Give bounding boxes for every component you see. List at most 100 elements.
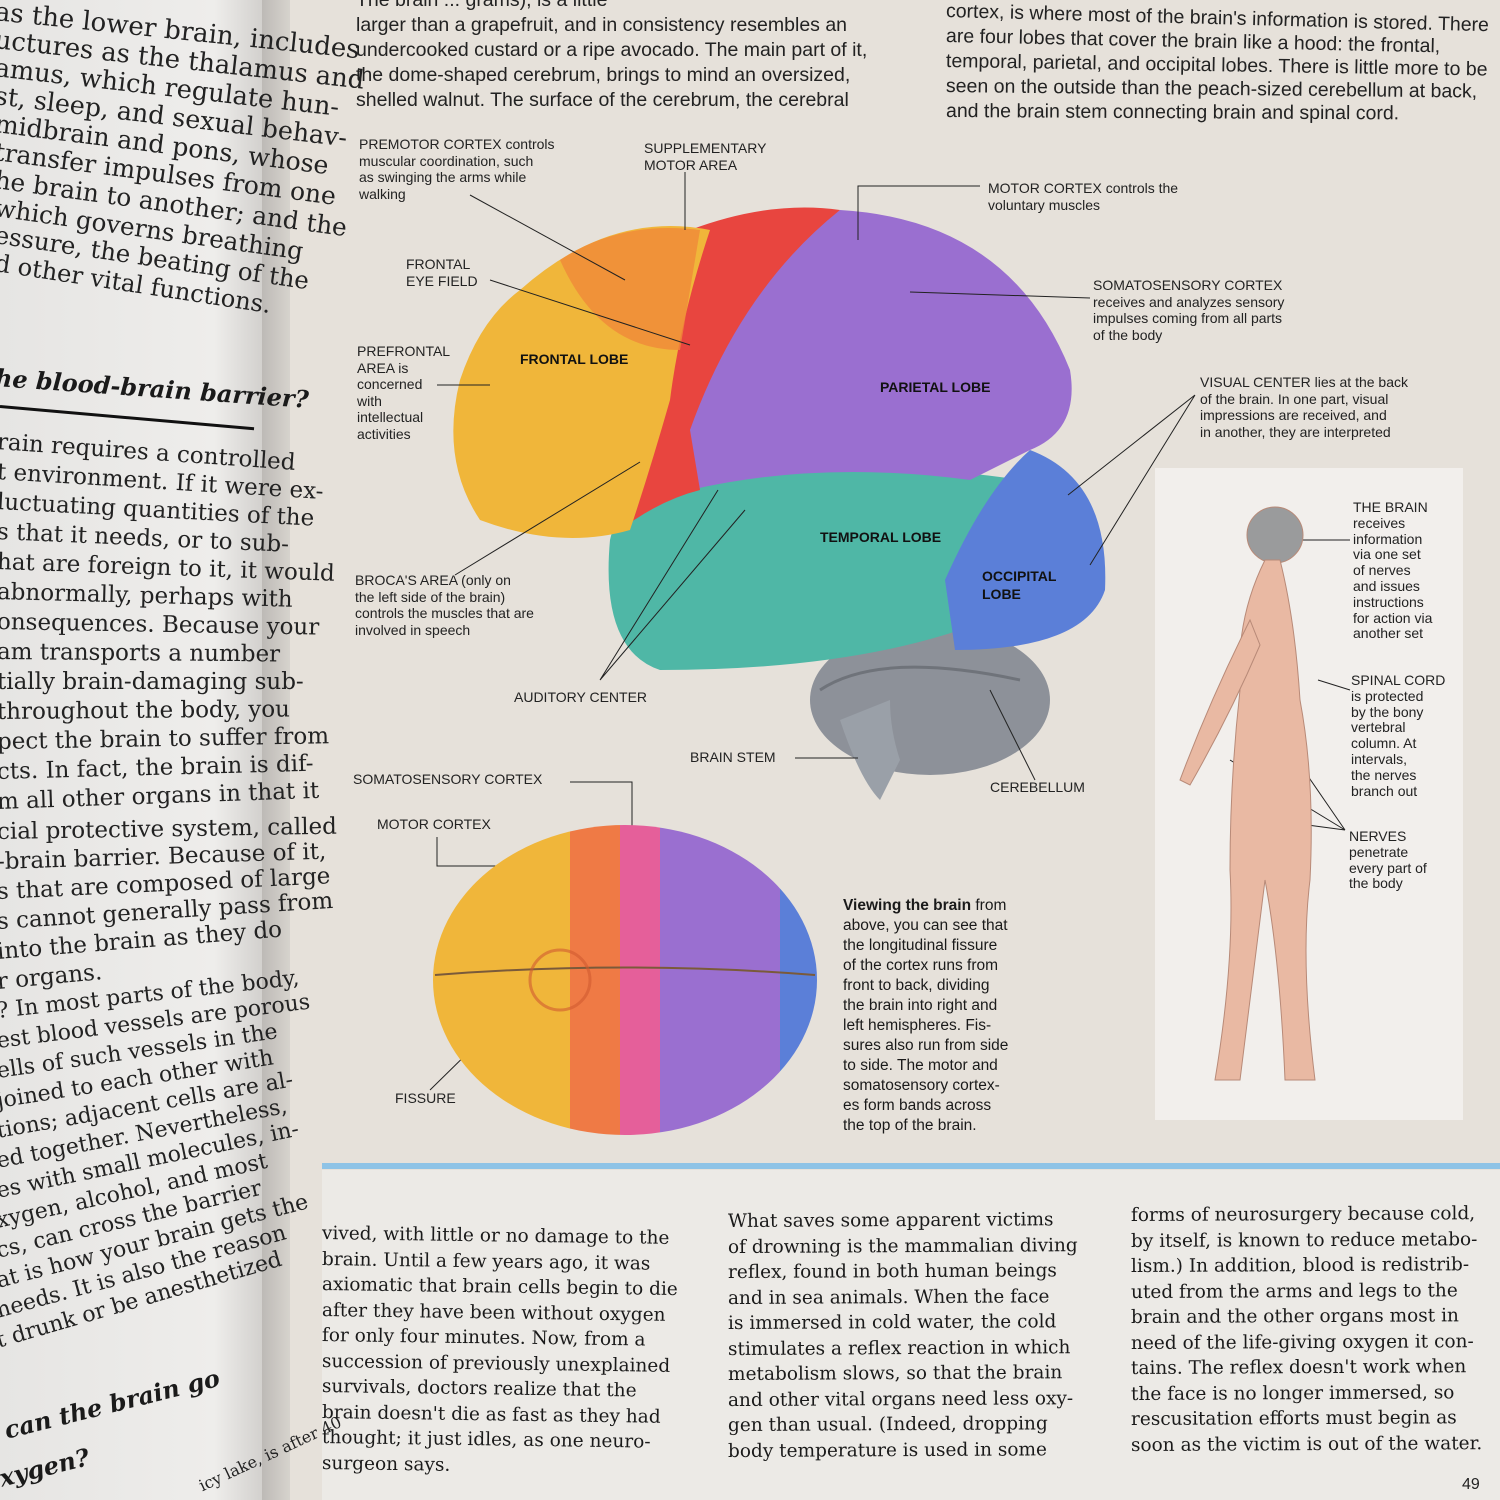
body-nerves-label: penetrate [1349, 843, 1409, 860]
body-spinal-label: SPINAL CORD [1351, 672, 1446, 688]
column-text-line: forms of neurosurgery because cold, [1130, 1203, 1476, 1226]
column-text-line: tains. The reflex doesn't work when [1130, 1356, 1467, 1379]
caption-line: sures also run from side [843, 1037, 1009, 1054]
column-text-line: stimulates a reflex reaction in which [727, 1336, 1071, 1360]
somatosensory-label: of the body [1093, 326, 1163, 343]
divider-rule [322, 1163, 1500, 1169]
column-text-line: reflex, found in both human beings [727, 1260, 1057, 1283]
bottom-text-area [322, 1170, 1500, 1500]
body-brain-label: information [1353, 530, 1423, 547]
premotor-label: PREMOTOR CORTEX controls [359, 136, 555, 152]
column-text-line: survivals, doctors realize that the [321, 1376, 637, 1402]
visual-label: of the brain. In one part, visual [1200, 390, 1389, 407]
prefrontal-label: with [357, 392, 382, 409]
broca-label: controls the muscles that are [355, 605, 534, 621]
somatosensory-label: impulses coming from all parts [1093, 310, 1283, 326]
fissure-label: FISSURE [395, 1090, 456, 1106]
brain-stem-shape [840, 700, 900, 800]
body-spinal-label: intervals, [1351, 751, 1408, 767]
cerebellum-label: CEREBELLUM [990, 779, 1085, 795]
column-text-line: uted from the arms and legs to the [1130, 1279, 1458, 1303]
intro-line: undercooked custard or a ripe avocado. T… [356, 39, 868, 61]
frontal-eye-label: FRONTAL [406, 256, 471, 272]
column-text-line: and other vital organs need less oxy- [727, 1387, 1074, 1411]
intro-line: The brain ... grams), is a little [356, 0, 608, 11]
visual-label: in another, they are interpreted [1200, 423, 1391, 440]
column-text-line: succession of previously unexplained [321, 1350, 671, 1377]
body-nerves-label: NERVES [1349, 828, 1407, 844]
frontal-eye-label: EYE FIELD [406, 272, 478, 289]
parietal-lobe-label: PARIETAL LOBE [880, 379, 991, 395]
frontal-lobe-label: FRONTAL LOBE [520, 351, 629, 367]
motor-label: MOTOR CORTEX controls the [988, 180, 1179, 196]
caption-line: from [971, 897, 1007, 914]
premotor-shape [560, 228, 700, 350]
column-text-line: the face is no longer immersed, so [1130, 1381, 1455, 1405]
top-view-caption: Viewing the brain from above, you can see… [843, 896, 1008, 1136]
caption-bold: Viewing the brain [843, 897, 972, 914]
body-spinal-label: vertebral [1351, 719, 1406, 736]
caption-line: above, you can see that [843, 917, 1008, 934]
body-spinal-label: is protected [1351, 687, 1424, 704]
motor-label: voluntary muscles [988, 196, 1101, 213]
motor-cortex-shape [613, 207, 840, 530]
body-spinal-label: column. At [1351, 735, 1417, 752]
column-text-line: after they have been without oxygen [321, 1299, 666, 1326]
column-text-line: need of the life-giving oxygen it con- [1130, 1330, 1474, 1354]
body-brain-label: receives [1353, 514, 1406, 531]
supplementary-label: MOTOR AREA [644, 156, 738, 173]
parietal-lobe-shape [680, 210, 1072, 490]
occipital-lobe-label-2: LOBE [982, 586, 1021, 602]
premotor-label: muscular coordination, such [359, 152, 534, 169]
body-spinal-label: by the bony [1351, 703, 1424, 720]
caption-line: of the cortex runs from [843, 957, 999, 974]
column-text-line: lism.) In addition, blood is redistrib- [1130, 1254, 1470, 1277]
caption-line: the top of the brain. [843, 1117, 977, 1134]
column-text-line: soon as the victim is out of the water. [1130, 1432, 1483, 1456]
column-text-line: vived, with little or no damage to the [321, 1223, 670, 1249]
left-text-line: tially brain-damaging sub- [0, 669, 304, 695]
prefrontal-label: intellectual [357, 409, 424, 425]
temporal-lobe-label: TEMPORAL LOBE [820, 529, 942, 545]
column-text-line: body temperature is used in some [727, 1438, 1048, 1462]
body-spinal-label: the nerves [1351, 766, 1417, 783]
column-text-line: rescusitation efforts must begin as [1130, 1407, 1457, 1430]
occipital-lobe-shape [945, 450, 1106, 650]
column-text-line: for only four minutes. Now, from a [321, 1325, 646, 1351]
broca-label: involved in speech [355, 621, 471, 638]
broca-label: BROCA'S AREA (only on [355, 572, 511, 588]
caption-line: the brain into right and [843, 997, 998, 1014]
caption-line: front to back, dividing [843, 977, 990, 994]
intro-line: the dome-shaped cerebrum, brings to mind… [356, 64, 851, 86]
column-text-line: gen than usual. (Indeed, dropping [727, 1413, 1048, 1436]
broca-label: the left side of the brain) [355, 588, 506, 605]
body-brain-label: instructions [1353, 593, 1424, 610]
body-brain-label: THE BRAIN [1353, 499, 1428, 515]
caption-line: es form bands across [843, 1097, 992, 1114]
column-text-line: brain. Until a few years ago, it was [321, 1248, 651, 1275]
prefrontal-label: PREFRONTAL [357, 343, 451, 359]
leader-lines [429, 172, 1351, 1091]
column-text-line: by itself, is known to reduce metabo- [1130, 1228, 1478, 1252]
column-text-line: of drowning is the mammalian diving [727, 1234, 1078, 1258]
somatosensory-label: receives and analyzes sensory [1093, 293, 1285, 310]
temporal-lobe-shape [608, 470, 1020, 670]
intro-line: shelled walnut. The surface of the cereb… [356, 89, 849, 111]
column-text-line: and in sea animals. When the face [727, 1285, 1050, 1309]
prefrontal-label: AREA is [357, 359, 409, 376]
column-text-line: metabolism slows, so that the brain [727, 1362, 1063, 1385]
caption-line: the longitudinal fissure [843, 937, 998, 954]
body-nerves-label: every part of [1349, 859, 1427, 876]
brain-stem-label: BRAIN STEM [690, 749, 776, 765]
brain-top-view [433, 825, 817, 1135]
occipital-lobe-label: OCCIPITAL [982, 568, 1057, 584]
column-text-line: is immersed in cold water, the cold [727, 1311, 1057, 1334]
top-somatosensory-label: SOMATOSENSORY CORTEX [353, 771, 543, 787]
visual-label: VISUAL CENTER lies at the back [1200, 374, 1409, 390]
caption-line: left hemispheres. Fis- [843, 1017, 992, 1034]
column-text-line: brain doesn't die as fast as they had [321, 1401, 661, 1428]
somatosensory-label: SOMATOSENSORY CORTEX [1093, 277, 1283, 293]
body-nerves-label: the body [1349, 875, 1403, 892]
visual-label: impressions are received, and [1200, 407, 1387, 423]
